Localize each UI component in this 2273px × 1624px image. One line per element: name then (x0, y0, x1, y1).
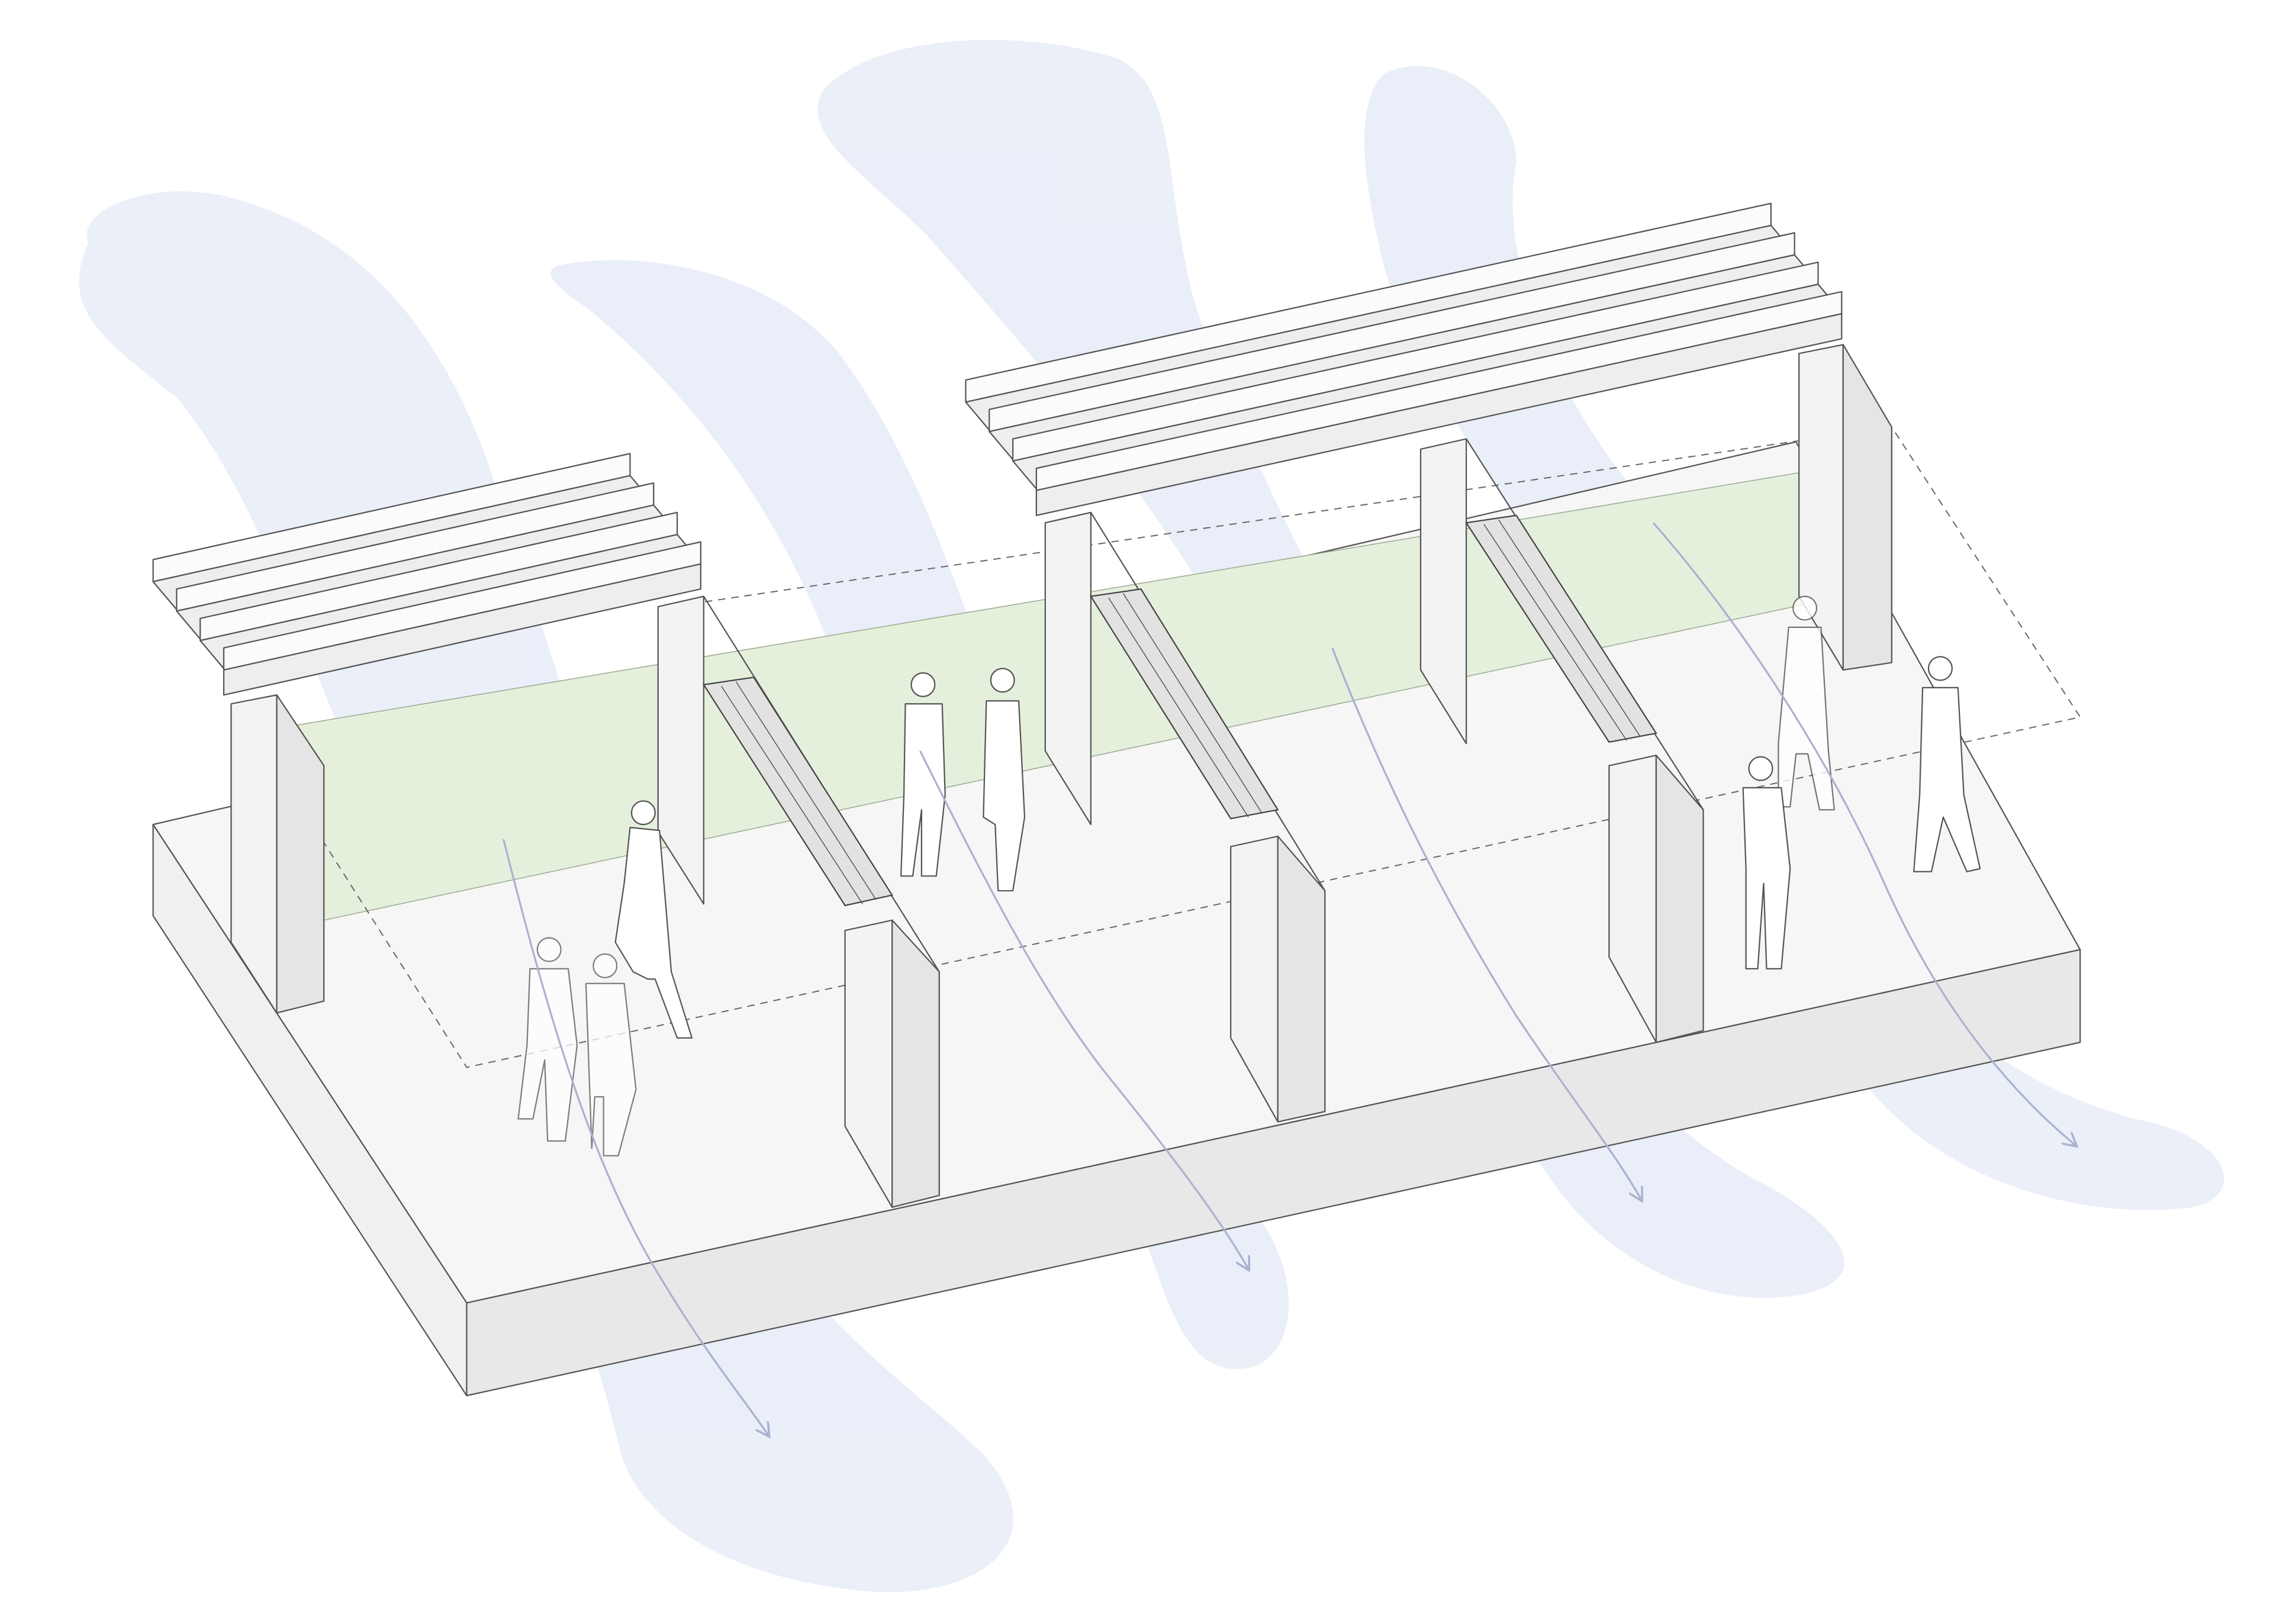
wall-1 (230, 694, 325, 1014)
airflow-4 (1652, 522, 2076, 1145)
wall-5 (1798, 344, 1892, 671)
pergola-right (965, 202, 1843, 516)
door-track-2 (1090, 588, 1279, 820)
pergola-right-beam-4 (1035, 291, 1843, 516)
wall-4 (1419, 438, 1704, 1043)
airflow-arrows (503, 522, 2076, 1435)
people (517, 595, 1981, 1156)
airflow-1 (503, 839, 769, 1435)
airflow-3 (1331, 647, 1641, 1200)
pergola-left-beam-4 (223, 541, 701, 696)
person-2 (585, 953, 637, 1156)
door-track-1 (702, 676, 893, 907)
pergola-left (152, 453, 701, 696)
airflow-blob-4 (1364, 66, 2224, 1210)
dashed-outline (279, 426, 2081, 1068)
person-3 (614, 800, 693, 1039)
walls (230, 344, 1892, 1208)
person-1 (517, 937, 578, 1142)
sliding-doors (702, 514, 1657, 907)
person-7 (1742, 756, 1791, 969)
platform-left (152, 824, 468, 1397)
wall-2 (657, 595, 940, 1208)
airflow-2 (919, 750, 1248, 1269)
person-8 (1913, 656, 1981, 872)
person-4 (900, 672, 946, 877)
wall-3 (1044, 511, 1326, 1123)
person-5 (983, 668, 1026, 892)
door-track-3 (1465, 514, 1657, 743)
person-6 (1778, 595, 1835, 811)
